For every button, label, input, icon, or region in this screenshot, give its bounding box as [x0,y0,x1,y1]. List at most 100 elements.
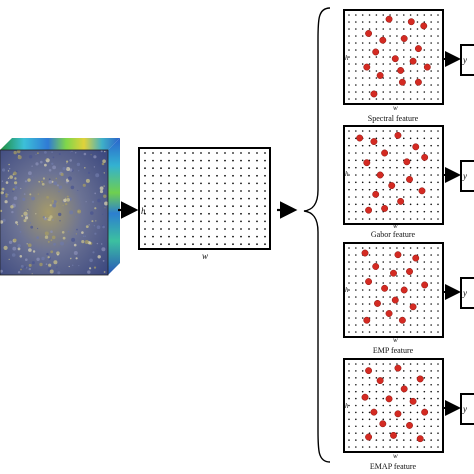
texture-speck [75,152,77,154]
texture-speck [91,220,94,223]
grid-dot [368,42,371,44]
grid-dot [382,181,385,184]
grid-dot [375,98,378,100]
texture-speck [48,180,53,184]
texture-speck [14,177,17,180]
grid-dot [375,247,378,249]
texture-speck [12,190,14,193]
grid-dot [430,411,432,414]
grid-dot [416,324,419,326]
sampled-pixel [379,420,387,428]
grid-dot [382,331,385,333]
texture-speck [88,224,90,226]
grid-dot [355,432,357,434]
grid-dot [368,196,371,198]
grid-dot [423,268,426,270]
grid-dot [348,247,350,249]
texture-speck [71,237,76,242]
grid-dot [208,159,210,162]
grid-dot [176,190,178,192]
grid-dot [375,137,378,140]
grid-dot [409,159,412,162]
grid-dot [361,363,364,365]
grid-dot [355,42,357,44]
grid-dot [248,167,250,170]
grid-dot [368,310,371,312]
grid-dot [389,363,391,365]
grid-dot [382,188,385,191]
grid-dot [423,425,426,428]
texture-speck [84,235,87,237]
texture-speck [48,263,52,267]
texture-speck [24,216,29,220]
grid-dot [430,317,432,319]
grid-dot [389,188,391,191]
grid-dot [389,390,391,393]
texture-speck [104,207,106,209]
texture-speck [77,189,79,191]
grid-dot [348,411,350,414]
grid-dot [355,130,357,132]
grid-dot [430,418,432,421]
texture-speck [92,251,95,254]
grid-dot [375,203,378,206]
texture-speck [48,178,51,181]
grid-dot [382,439,385,441]
grid-dot [208,190,210,192]
texture-speck [96,242,99,245]
grid-dot [232,243,234,246]
grid-dot [430,310,432,312]
grid-dot [416,63,419,65]
grid-dot [355,275,357,277]
grid-dot [144,182,146,185]
grid-dot [423,70,426,72]
grid-dot [437,425,439,428]
grid-dot [389,324,391,326]
texture-speck [99,189,104,194]
grid-dot [389,383,391,386]
grid-dot [176,182,178,185]
sampled-pixel [394,251,402,259]
texture-speck [99,186,104,191]
grid-dot [430,21,432,23]
grid-dot [409,42,412,44]
grid-dot [409,390,412,393]
grid-dot [184,235,186,238]
grid-dot [248,220,250,223]
grid-dot [348,77,350,79]
grid-dot [396,397,398,400]
texture-speck [69,257,72,260]
sampled-pixel [365,433,373,441]
grid-dot [355,383,357,386]
grid-dot [144,228,146,230]
grid-dot [423,317,426,319]
grid-dot [232,197,234,200]
grid-dot [368,404,371,407]
grid-dot [423,404,426,407]
grid-dot [437,137,439,140]
texture-speck [24,180,27,183]
grid-dot [416,130,419,132]
grid-dot [416,91,419,93]
grid-dot [216,205,218,208]
texture-speck [59,220,61,222]
grid-dot [389,425,391,428]
texture-speck [67,230,70,233]
grid-dot [409,282,412,284]
grid-dot [409,77,412,79]
texture-speck [66,195,69,198]
grid-dot [396,303,398,305]
grid-dot [361,159,364,162]
grid-dot [375,130,378,132]
grid-dot [382,303,385,305]
grid-dot [184,159,186,162]
grid-dot [430,196,432,198]
grid-dot [402,14,405,16]
grid-dot [437,196,439,198]
grid-dot [368,188,371,191]
grid-dot [389,331,391,333]
texture-speck [52,156,55,159]
grid-dot [361,383,364,386]
grid-dot [382,137,385,140]
grid-dot [396,432,398,434]
